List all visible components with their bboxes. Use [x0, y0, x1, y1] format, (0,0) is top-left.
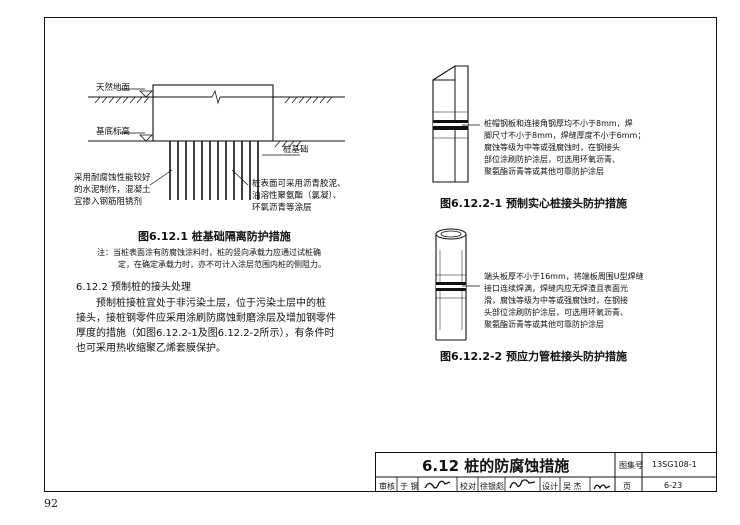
figure-caption-6-12-2-1: 图6.12.2-1 预制实心桩接头防护措施: [440, 197, 628, 210]
designer-name: 吴 杰: [563, 482, 582, 491]
design-label: 设计: [542, 482, 558, 491]
ground-label: 天然地面: [96, 83, 131, 93]
designer-signature: [593, 484, 611, 490]
checker-name: 徐银彪: [480, 482, 504, 491]
page-number: 92: [44, 497, 58, 510]
page-label: 页: [623, 482, 631, 491]
atlas-number: 13SG108-1: [652, 460, 697, 469]
pile-foundation-label: 桩基础: [283, 145, 309, 155]
checker-signature: [509, 479, 536, 489]
figure-note: 注：当桩表面涂有防腐蚀涂料时，桩的竖向承载力应通过试桩确定，在确定承载力时，亦不…: [97, 248, 326, 269]
check-label: 校对: [460, 482, 476, 491]
right-note: 桩表面可采用沥青胶泥、油溶性聚氨酯（氯凝）、环氧沥青等涂层: [252, 179, 346, 213]
left-note: 采用耐腐蚀性能较好的水泥制作，混凝土宜掺入钢筋阻锈剂: [74, 173, 151, 207]
reviewer-name: 于 钢: [400, 482, 419, 491]
title-block: [375, 452, 717, 492]
base-elevation-label: 基底标高: [96, 127, 131, 137]
reviewer-signature: [424, 480, 451, 489]
drawing-title: 6.12 桩的防腐蚀措施: [422, 457, 570, 475]
pipe-pile-note: 端头板厚不小于16mm，将端板周围U型焊缝接口连续焊满，焊缝内应无焊渣且表面光滑…: [484, 272, 644, 329]
section-heading: 6.12.2 预制桩的接头处理: [76, 282, 191, 293]
section-body: 预制桩接桩宜处于非污染土层，位于污染土层中的桩 接头，接桩钢零件应采用涂刷防腐蚀…: [76, 298, 336, 354]
figure-caption-6-12-2-2: 图6.12.2-2 预应力管桩接头防护措施: [440, 350, 628, 363]
solid-pile-note: 桩帽钢板和连接角钢厚均不小于8mm，焊脚尺寸不小于8mm，焊缝厚度不小于6mm；…: [484, 119, 646, 176]
figure-caption-6-12-1: 图6.12.1 桩基础隔离防护措施: [138, 230, 291, 243]
atlas-label: 图集号: [619, 461, 643, 470]
sheet-number: 6-23: [664, 481, 683, 490]
review-label: 审核: [379, 482, 395, 491]
